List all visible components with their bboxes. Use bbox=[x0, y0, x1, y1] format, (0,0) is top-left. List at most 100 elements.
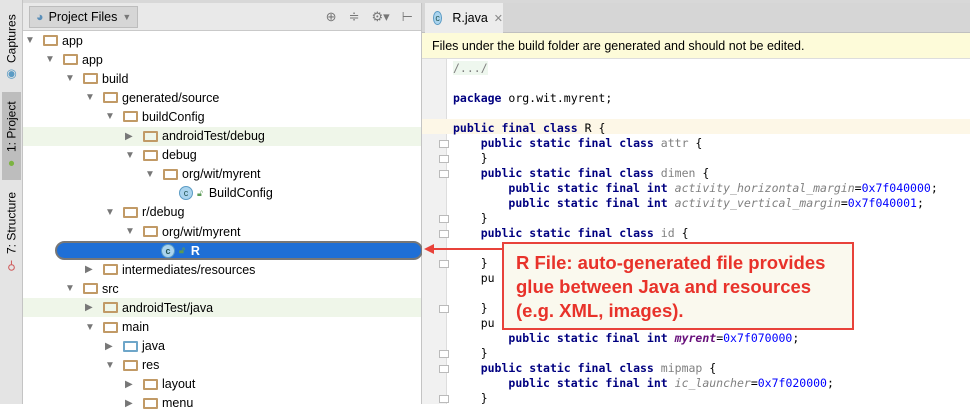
folder-icon bbox=[43, 35, 58, 46]
generated-file-banner: Files under the build folder are generat… bbox=[422, 33, 970, 59]
folder-icon bbox=[123, 340, 138, 352]
code-line: } bbox=[453, 256, 488, 270]
tree-item-label: r/debug bbox=[142, 205, 185, 220]
expanded-arrow-icon[interactable]: ▼ bbox=[125, 226, 135, 237]
expanded-arrow-icon[interactable]: ▼ bbox=[65, 283, 75, 295]
view-selector-label: Project Files bbox=[48, 9, 118, 24]
code-line: public static final class dimen { bbox=[480, 166, 710, 180]
tree-item-label: debug bbox=[162, 148, 197, 163]
expanded-arrow-icon[interactable]: ▼ bbox=[105, 359, 115, 371]
collapse-icon[interactable]: ≑ bbox=[348, 8, 360, 24]
folder-icon bbox=[123, 359, 138, 371]
expanded-arrow-icon[interactable]: ▼ bbox=[105, 206, 115, 218]
tree-item[interactable]: ▼res bbox=[23, 356, 421, 375]
folder-icon bbox=[103, 302, 118, 314]
callout-arrow bbox=[424, 244, 502, 254]
collapsed-arrow-icon[interactable]: ▶ bbox=[85, 302, 93, 314]
folder-icon bbox=[143, 378, 158, 390]
tree-item-label: org/wit/myrent bbox=[162, 224, 241, 239]
code-line: public static final int activity_vertica… bbox=[508, 196, 924, 210]
expanded-arrow-icon[interactable]: ▼ bbox=[85, 321, 95, 333]
fold-marker-icon[interactable] bbox=[439, 155, 449, 163]
code-line: } bbox=[453, 151, 488, 165]
close-icon[interactable]: ✕ bbox=[493, 12, 503, 25]
fold-marker-icon[interactable] bbox=[439, 365, 449, 373]
expanded-arrow-icon[interactable]: ▼ bbox=[125, 149, 135, 161]
tree-item-label: buildConfig bbox=[142, 109, 205, 124]
fold-marker-icon[interactable] bbox=[439, 395, 449, 403]
project-panel: ◕ Project Files ▼ ⊕ ≑ ⚙▾ ⊢ ▼ app ▼ app ▼build▼gen… bbox=[23, 3, 423, 410]
tree-item[interactable]: ▼ app bbox=[23, 31, 421, 50]
tree-item[interactable]: ▶androidTest/java bbox=[23, 298, 421, 318]
tree-item[interactable]: c🔓︎R bbox=[55, 241, 423, 261]
tree-item-label: layout bbox=[162, 377, 196, 392]
hide-icon[interactable]: ⊢ bbox=[401, 8, 413, 24]
gear-icon[interactable]: ⚙▾ bbox=[371, 8, 390, 24]
code-line: } bbox=[453, 346, 488, 360]
folder-icon bbox=[83, 283, 98, 295]
fold-marker-icon[interactable] bbox=[439, 230, 449, 238]
expanded-arrow-icon[interactable]: ▼ bbox=[25, 35, 35, 46]
folder-icon bbox=[163, 168, 178, 180]
folder-icon bbox=[103, 264, 118, 276]
tree-item[interactable]: ▶ java bbox=[23, 337, 421, 356]
code-line: public static final class attr { bbox=[480, 136, 703, 150]
tree-item[interactable]: ▶ layout bbox=[23, 375, 421, 394]
collapsed-arrow-icon[interactable]: ▶ bbox=[125, 378, 133, 390]
fold-marker-icon[interactable] bbox=[439, 140, 449, 148]
collapsed-arrow-icon[interactable]: ▶ bbox=[105, 340, 113, 352]
code-line: package org.wit.myrent; bbox=[453, 91, 613, 105]
locate-icon[interactable]: ⊕ bbox=[325, 8, 337, 24]
code-line: pu bbox=[453, 271, 495, 285]
fold-marker-icon[interactable] bbox=[439, 215, 449, 223]
expanded-arrow-icon[interactable]: ▼ bbox=[145, 168, 155, 180]
tool-window-strip: ◉Captures ●1: Project ⚲7: Structure bbox=[0, 0, 23, 404]
code-line: } bbox=[453, 211, 488, 225]
tree-item-label: BuildConfig bbox=[208, 186, 273, 201]
collapsed-arrow-icon[interactable]: ▶ bbox=[125, 397, 133, 409]
code-line: public static final int myrent=0x7f07000… bbox=[508, 331, 800, 345]
folder-icon bbox=[143, 130, 158, 142]
tree-item[interactable]: ▼ debug bbox=[23, 146, 421, 165]
lock-icon: 🔓︎ bbox=[179, 245, 185, 256]
tree-item-label: app bbox=[62, 33, 83, 48]
tree-item[interactable]: ▶ androidTest/debug bbox=[23, 126, 421, 146]
tree-item[interactable]: ▼generated/source bbox=[23, 88, 421, 107]
fold-marker-icon[interactable] bbox=[439, 260, 449, 268]
tree-item[interactable]: ▼ buildConfig bbox=[23, 107, 421, 126]
fold-marker-icon[interactable] bbox=[439, 305, 449, 313]
tree-item-label: java bbox=[142, 339, 165, 354]
project-panel-header: ◕Project Files▼ ⊕≑⚙▾⊢ bbox=[23, 3, 421, 31]
tree-item[interactable]: ▶ intermediates/resources bbox=[23, 260, 421, 279]
tree-item[interactable]: ▼ main bbox=[23, 318, 421, 337]
tree-item[interactable]: ▼build bbox=[23, 69, 421, 88]
project-files-icon: ◕ bbox=[36, 9, 44, 24]
tree-item[interactable]: ▼src bbox=[23, 279, 421, 298]
tree-item[interactable]: ▼ app bbox=[23, 50, 421, 69]
expanded-arrow-icon[interactable]: ▼ bbox=[85, 92, 95, 104]
fold-marker-icon[interactable] bbox=[439, 350, 449, 358]
folder-icon bbox=[143, 149, 158, 161]
window-top-border bbox=[0, 0, 970, 3]
expanded-arrow-icon[interactable]: ▼ bbox=[45, 54, 55, 66]
tree-item-label: androidTest/debug bbox=[162, 129, 265, 143]
tree-item[interactable]: ▼org/wit/myrent bbox=[23, 165, 421, 184]
tree-item-label: app bbox=[82, 52, 103, 67]
fold-marker-icon[interactable] bbox=[439, 170, 449, 178]
tree-item[interactable]: c🔓︎BuildConfig bbox=[23, 184, 421, 203]
tree-item[interactable]: ▼ org/wit/myrent bbox=[23, 222, 421, 241]
expanded-arrow-icon[interactable]: ▼ bbox=[65, 73, 75, 85]
tree-item-label: intermediates/resources bbox=[122, 262, 256, 277]
lock-icon: 🔓︎ bbox=[197, 187, 203, 198]
tab-label: R.java bbox=[452, 11, 488, 25]
code-line: } bbox=[453, 391, 488, 405]
folder-icon bbox=[63, 54, 78, 66]
collapsed-arrow-icon[interactable]: ▶ bbox=[85, 264, 93, 276]
tree-item[interactable]: ▼ r/debug bbox=[23, 203, 421, 222]
view-selector[interactable]: ◕Project Files▼ bbox=[29, 5, 139, 28]
tree-item-label: main bbox=[122, 320, 150, 334]
expanded-arrow-icon[interactable]: ▼ bbox=[105, 111, 115, 123]
collapsed-arrow-icon[interactable]: ▶ bbox=[125, 130, 133, 142]
